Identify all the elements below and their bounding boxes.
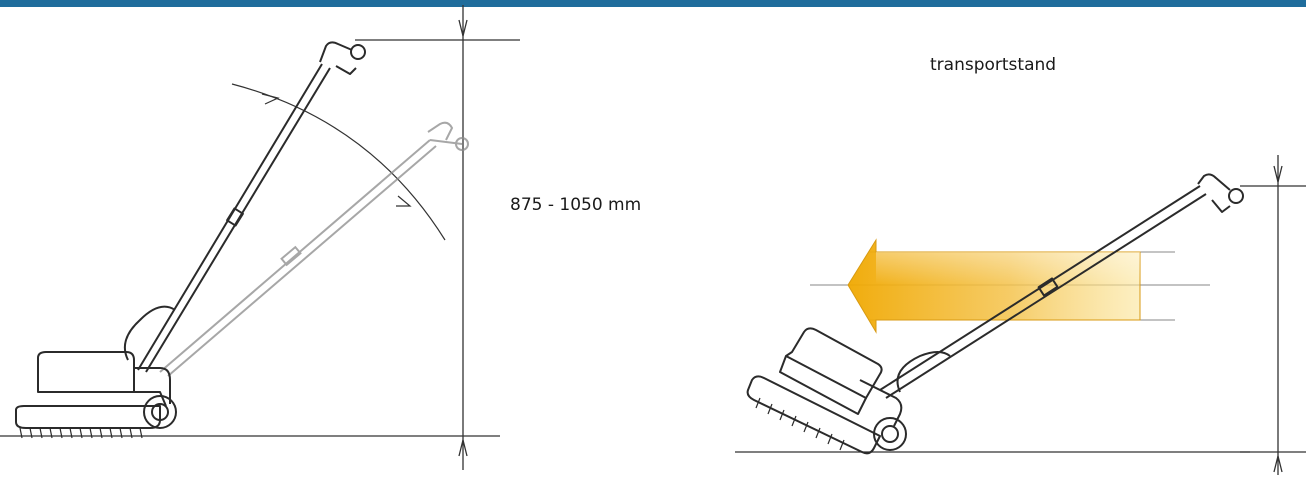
movement-direction-arrow-icon — [847, 238, 1141, 334]
handle-angle-arc-icon — [231, 83, 446, 241]
floor-machine-transport-icon — [746, 173, 1244, 455]
transport-mode-label: transportstand — [930, 55, 1057, 75]
floor-machine-tilted-handle-icon — [159, 121, 469, 377]
height-dimension-line-icon — [0, 5, 520, 470]
top-accent-bar — [0, 0, 1306, 7]
height-range-label: 875 - 1050 mm — [510, 195, 642, 215]
floor-machine-upright-icon — [15, 41, 366, 439]
height-dimension-line-icon — [735, 155, 1306, 475]
